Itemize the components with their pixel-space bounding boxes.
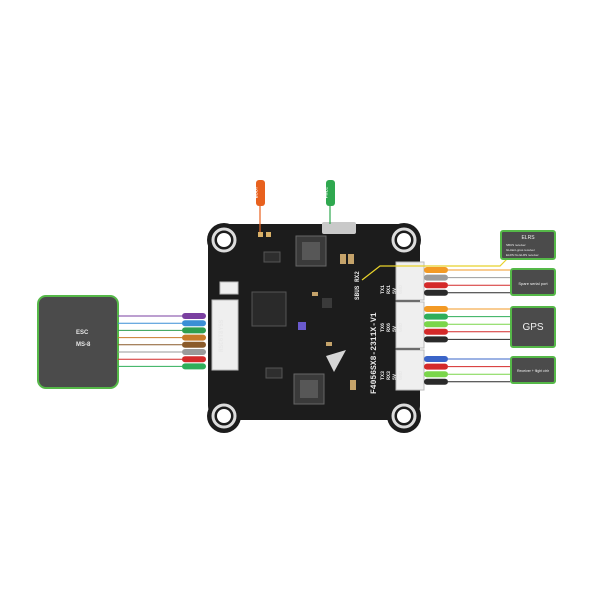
camera-box-label: Receiver + flight ctrlr (517, 369, 549, 373)
right-wire-plug (424, 321, 448, 328)
pcb-silk-pin-label: GND (398, 322, 404, 332)
right-wire-plug (424, 328, 448, 335)
esc-wire-plug (182, 327, 206, 334)
esc-wire-plug (182, 356, 206, 363)
pcb-right-header-2 (395, 301, 425, 349)
gps-box-label: GPS (522, 322, 544, 333)
brand-logo (326, 350, 346, 372)
pcb-silk-right-top: SBUS RX2 (354, 271, 361, 300)
right-wire-plug (424, 274, 448, 281)
right-wire-plug (424, 356, 448, 362)
elrs-lead (361, 257, 509, 281)
gps-box: GPS (510, 306, 556, 348)
right-wire-plug (424, 282, 448, 289)
boot-tag: BOOT (253, 180, 265, 206)
usb-port (322, 222, 356, 234)
esc-box-line2: MS-8 (76, 342, 91, 348)
elrs-box: ELRS SBUS receiver GH-Ent-gnss receiver … (500, 230, 556, 260)
esc-wire-plug (182, 313, 206, 319)
right-wire-plug (424, 267, 448, 273)
pcb-silk-pin-label: GND (398, 370, 404, 380)
pcb-left-header (211, 299, 239, 371)
esc-wire-bundle (118, 315, 182, 367)
pcb-right-header-1 (395, 261, 425, 301)
pcb-right-header-3 (395, 349, 425, 391)
esc-wire-plug (182, 363, 206, 370)
camera-box: Receiver + flight ctrlr (510, 356, 556, 384)
right-wire-plug (424, 313, 448, 320)
flight-controller-pcb (207, 222, 425, 433)
boot-tag-label: BOOT (253, 186, 259, 199)
esc-wire-plug (182, 320, 206, 327)
pcb-silk-pin-label: GND (398, 284, 404, 294)
pcb-silk-center: F4056SX8-2311X-V1 (370, 312, 379, 394)
right-wire-bundles (448, 269, 510, 383)
right-wire-plug (424, 378, 448, 385)
esc-wire-plug (182, 349, 206, 355)
right-wire-plug (424, 306, 448, 312)
esc-box-line1: ESC (76, 330, 89, 336)
esc-wire-plug (182, 334, 206, 341)
esc-box (37, 295, 119, 389)
fwlc-tag: FWLC (323, 180, 335, 206)
elrs-box-title: ELRS (521, 235, 535, 241)
right-wire-plug (424, 363, 448, 370)
right-connector-plugs (424, 267, 448, 385)
serial-box: Spare serial port (510, 268, 556, 296)
serial-box-label: Spare serial port (518, 281, 548, 286)
mcu-chip (251, 291, 287, 327)
elrs-box-line3: ELRS No ELRS receiver (506, 253, 539, 257)
fwlc-tag-label: FWLC (323, 186, 329, 199)
right-wire-plug (424, 371, 448, 378)
right-wire-plug (424, 289, 448, 296)
pcb-silk-left: RSC6T8Y5S (218, 319, 225, 352)
esc-connector-plugs (182, 313, 206, 370)
elrs-box-line2: GH-Ent-gnss receiver (506, 248, 535, 252)
right-wire-plug (424, 336, 448, 343)
esc-wire-plug (182, 341, 206, 348)
elrs-box-line1: SBUS receiver (506, 243, 526, 247)
